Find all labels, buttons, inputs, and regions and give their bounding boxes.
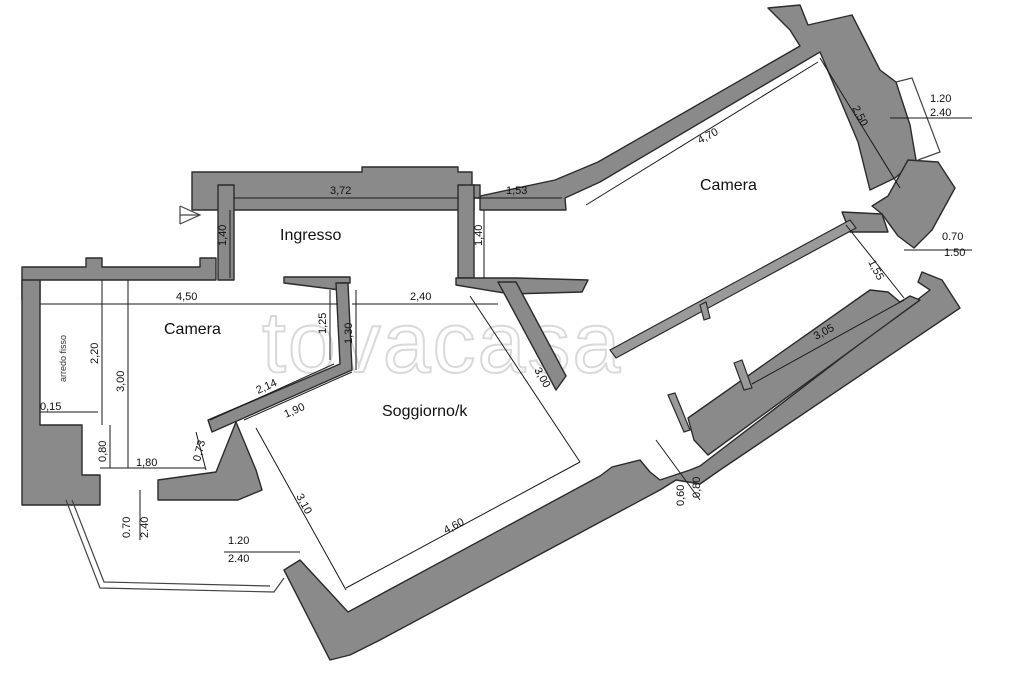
dim-1-30: 1,30 [343,323,355,344]
dim-0-73: 0,73 [191,439,208,463]
dim-3-72: 3,72 [330,185,351,197]
win-left-h: 2.40 [139,517,151,538]
dim-1-80: 1,80 [136,457,157,469]
wall-south [283,271,961,661]
room-label-camera-top: Camera [700,177,757,194]
dim-line-2-50 [819,57,901,189]
dim-0-15: 0,15 [40,401,61,413]
opening-labels: 1.20 2.40 0.70 1.50 0,80 0,60 0.70 2.40 … [121,93,965,565]
walls [21,4,961,661]
wall-stub-3 [609,219,857,359]
win-mid-right-h: 1.50 [944,247,965,259]
dim-line-3-10 [255,427,347,591]
dim-line-1-90 [243,371,353,421]
win-top-right-w: 1.20 [930,93,951,105]
dim-1-53: 1,53 [506,185,527,197]
wall-southwest-block [157,421,263,501]
wall-partition-ingresso-right [455,277,589,295]
dim-line-4-60 [345,461,581,589]
outlines [65,77,941,593]
balcony-outline-inner [71,499,271,587]
dim-1-40-b: 1,40 [473,225,485,246]
balcony-outline [65,499,285,593]
dim-4-50: 4,50 [176,291,197,303]
wall-soggiorno-diagonal [497,281,567,391]
dim-0-80-left: 0,80 [97,441,109,462]
dim-3-10: 3,10 [293,492,314,517]
wall-camera-left-west [21,279,101,506]
dim-1-55: 1,55 [865,258,886,283]
arredo-note: arredo fisso [58,335,68,382]
room-label-ingresso: Ingresso [280,227,341,244]
dim-1-90: 1,90 [282,401,306,421]
dim-1-25: 1,25 [317,313,329,334]
dim-line-4-70 [585,61,819,206]
window-bay-right [895,77,941,161]
dim-line-door [655,439,701,501]
wall-partition-vertical [457,184,475,279]
dim-line-3-05 [751,299,905,385]
dim-line-3-00-mid [469,295,581,463]
dim-line-2-14 [209,363,335,421]
win-mid-right-w: 0.70 [942,231,963,243]
wall-east-interior [687,289,921,456]
win-bottom-left-h: 2.40 [228,553,249,565]
wall-stub-1 [667,392,691,433]
room-label-camera-left: Camera [164,321,221,338]
dim-2-20: 2,20 [89,343,101,364]
room-label-soggiorno: Soggiorno/k [382,403,468,420]
door-bottom-w: 0,80 [691,477,703,498]
wall-stub-4 [699,301,711,321]
wall-camera-partition [207,282,353,433]
wall-ingresso-top [191,166,481,211]
dimension-lines [40,57,972,591]
dim-line-0-73 [195,431,207,471]
wall-northeast [479,4,917,211]
win-left-w: 0.70 [121,517,133,538]
dim-1-40-a: 1,40 [217,225,229,246]
wall-east-block [871,159,956,249]
wall-stub-2 [733,359,753,391]
dim-3-00-left: 3,00 [115,371,127,392]
dim-line-1-55 [845,224,905,299]
dim-4-70: 4,70 [696,126,721,147]
room-labels: Camera Ingresso Camera Soggiorno/k [164,177,757,420]
win-bottom-left-w: 1.20 [228,535,249,547]
dim-4-60: 4,60 [442,516,467,537]
dim-2-40-int: 2,40 [410,291,431,303]
door-bottom-h: 0,60 [675,485,687,506]
win-top-right-h: 2.40 [930,107,951,119]
